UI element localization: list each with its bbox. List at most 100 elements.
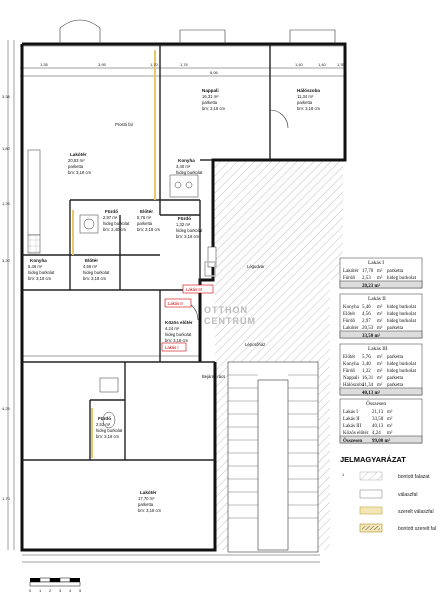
yellow-partition-walls [72,50,156,458]
table-2-row-4-area: 20,53 [362,326,374,331]
table-2-total: 33,50 m² [362,333,381,339]
label-prosto-fal: Prostó fal [115,122,133,127]
room-eloter-a: Előtér 5,76 m² parketta bm: 3,18 cm [137,209,161,232]
room-konyha-a-floor: hideg burkolat [176,170,203,175]
courtyard-hatch [213,160,343,280]
room-lakoter-2: Lakótér 17,70 m² parketta bm: 3,18 cm [138,490,162,513]
table-3-row-2-area: 3,40 [362,362,371,367]
table-4-row-3-unit: m² [387,423,393,429]
table-1-total: 20,23 m² [362,283,381,289]
table-3-total: 40,13 m² [362,390,381,396]
area-table-lakas-2: Lakás II Konyha 5,46 m² hideg burkolat E… [339,293,423,339]
dim-left-5: 4,25 [2,406,11,411]
room-kozos-eloter: Közös előtér 4,24 m² hideg burkolat bm: … [165,320,193,343]
dimension-lines [7,40,345,563]
table-1-title: Lakás I [368,260,384,266]
inner-walls [22,44,271,461]
table-2-row-2-area: 4,56 [362,312,371,317]
room-furdo-b-name: Fürdő [178,216,191,221]
scale-3: 3 [59,588,62,593]
table-2-row-3-area: 2,97 [362,319,371,324]
table-1-row-1-name: Lakótér [343,269,359,274]
room-haloszoba: Hálószoba 11,34 m² parketta bm: 3,18 cm [297,88,321,111]
table-4-total-label: Összesen [343,438,362,444]
stair-steps [228,374,318,519]
legend-item-2: válaszfal [398,492,417,498]
room-lakoter1-area: 20,53 m² [68,158,85,163]
room-eloter-b-height: bm: 3,18 cm [83,276,107,281]
balcony [59,19,336,321]
room-lakoter2-height: bm: 3,18 cm [138,508,162,513]
room-konyha-a-area: 3,40 m² [176,164,191,169]
table-3-row-4-name: Nappali [343,376,359,381]
room-furdo-c-floor: hideg burkolat [96,428,123,433]
left-dimensions: 3,38 1,80 1,25 3,20 4,25 1,70 [2,94,11,501]
table-4-row-2-area: 33,50 [372,417,384,422]
room-furdo-c-name: Fürdő [98,416,111,421]
room-furdo-a-name: Fürdő [105,209,118,214]
table-2-row-3-name: Fürdő [343,319,355,324]
scale-2: 2 [49,588,52,593]
dim-left-6: 1,70 [2,496,11,501]
stairwell [227,361,319,553]
room-eloter-a-height: bm: 3,18 cm [137,227,161,232]
watermark-line2: CENTRUM [204,316,256,326]
table-1-row-2-name: Fürdő [343,276,355,281]
table-3-row-5-area: 11,34 [362,383,374,388]
table-3-row-1-area: 5,76 [362,355,371,360]
dim-top-3: 1,70 [150,62,159,67]
table-3-row-3-unit: m² [377,368,383,374]
room-lakoter1-name: Lakótér [70,152,87,157]
table-2-row-3-unit: m² [377,318,383,324]
dim-left-3: 1,25 [2,201,11,206]
room-furdo-a-height: bm: 2,40 cm [103,227,127,232]
table-4-row-4-unit: m² [387,430,393,436]
top-dimensions: 1,35 3,95 1,70 1,76 6,06 1,40 1,40 1,35 [40,62,346,75]
table-1-row-1-floor: parketta [387,269,404,274]
table-4-row-4-area: 4,24 [372,431,381,436]
table-4-total: 99,00 m² [372,438,391,444]
room-eloter-a-name: Előtér [140,209,153,214]
room-furdo-c-height: bm: 3,18 cm [96,434,120,439]
label-lepcsohaz: Lépcsőház [245,342,265,347]
room-nappali-height: bm: 3,18 cm [202,106,226,111]
table-3-row-5-unit: m² [377,382,383,388]
room-furdo-b-floor: hideg burkolat [176,228,203,233]
dim-top-2: 3,95 [98,62,107,67]
room-furdo-b: Fürdő 1,32 m² hideg burkolat bm: 3,18 cm [176,216,203,239]
room-haloszoba-name: Hálószoba [297,88,320,93]
dim-top-7: 1,40 [318,62,327,67]
table-2-row-3-floor: hideg burkolat [387,319,417,324]
room-eloter-b: Előtér 4,56 m² hideg burkolat bm: 3,18 c… [83,258,110,281]
watermark-line1: OTTHON [204,305,248,315]
watermark: OTTHON CENTRUM [204,261,256,326]
room-furdo-a: Fürdő 2,97 m² hideg burkolat bm: 2,40 cm [103,209,130,232]
table-3-row-2-unit: m² [377,361,383,367]
marker-lakas-2: Lakás II [168,301,183,306]
table-2-row-4-floor: parketta [387,326,404,331]
room-konyha-b: Konyha 5,46 m² hideg burkolat bm: 3,18 c… [28,258,55,281]
table-2-row-1-unit: m² [377,304,383,310]
legend-item-3: szerelt válaszfal [398,509,434,515]
room-kozos-name: Közös előtér [165,320,193,325]
table-2-row-4-unit: m² [377,325,383,331]
room-eloter-b-area: 4,56 m² [83,264,98,269]
table-2-title: Lakás II [368,296,386,302]
table-4-row-1-unit: m² [387,409,393,415]
area-table-lakas-1: Lakás I Lakótér 17,70 m² parketta Fürdő … [339,257,423,289]
scale-bar: 0 1 2 3 4 5 [29,577,82,593]
room-furdo-b-area: 1,32 m² [176,222,191,227]
room-lakoter2-floor: parketta [138,502,154,507]
table-3-row-3-area: 1,32 [362,369,371,374]
scale-1: 1 [39,588,42,593]
room-nappali-floor: parketta [202,100,218,105]
table-3-row-2-floor: hideg burkolat [387,362,417,367]
table-1-row-1-unit: m² [377,268,383,274]
legend-item-4: bontott szerelt fal [398,526,436,532]
table-1-row-2-unit: m² [377,275,383,281]
table-3-row-3-floor: hideg burkolat [387,369,417,374]
room-kozos-height: bm: 3,18 cm [165,338,189,343]
table-4-row-3-name: Lakás III [343,424,362,429]
legend-item-1: bontott falazat [398,474,430,480]
